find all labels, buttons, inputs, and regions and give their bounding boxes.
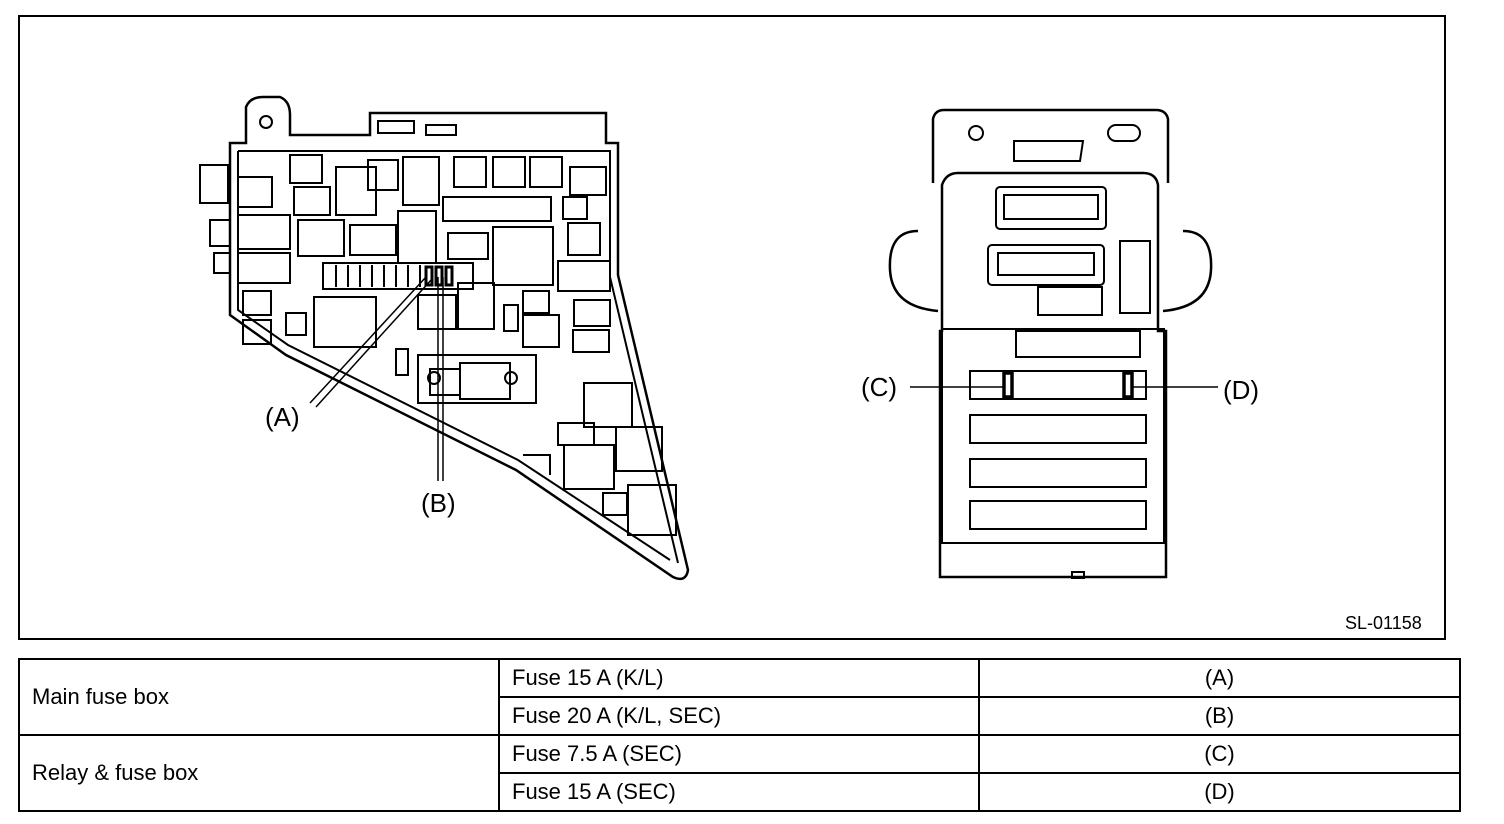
table-row: Fuse 15 A (SEC) (D) xyxy=(19,772,1461,812)
table-cell-ref: (A) xyxy=(978,658,1461,698)
fuse-d-marker xyxy=(1122,371,1134,399)
table-cell-fuse: Fuse 15 A (SEC) xyxy=(498,772,980,812)
main-fuse-box-drawing xyxy=(199,95,690,581)
table-cell-fuse: Fuse 7.5 A (SEC) xyxy=(498,734,980,774)
callout-d-label: (D) xyxy=(1223,375,1260,405)
fuse-b-marker xyxy=(434,265,444,287)
table-row: Relay & fuse box Fuse 7.5 A (SEC) (C) xyxy=(18,734,1461,812)
table-cell-group: Main fuse box xyxy=(18,658,500,736)
callout-a-label: (A) xyxy=(265,402,300,432)
table-cell-ref: (C) xyxy=(978,734,1461,774)
callout-leaders xyxy=(309,276,1218,481)
callout-c-label: (C) xyxy=(861,372,898,402)
fuse-location-table: Main fuse box Fuse 15 A (K/L) (A) Fuse 2… xyxy=(18,658,1461,812)
callout-b-label: (B) xyxy=(421,488,456,518)
table-row: Fuse 20 A (K/L, SEC) (B) xyxy=(19,696,1461,736)
table-cell-ref: (B) xyxy=(978,696,1461,736)
fuse-a-marker xyxy=(424,265,434,287)
table-cell-fuse: Fuse 15 A (K/L) xyxy=(498,658,980,698)
figure-frame xyxy=(18,15,1446,640)
fuse-c-marker xyxy=(1002,371,1014,399)
relay-fuse-box-drawing xyxy=(888,108,1213,579)
table-cell-group: Relay & fuse box xyxy=(18,734,500,812)
figure-code: SL-01158 xyxy=(1345,613,1422,633)
table-row: Main fuse box Fuse 15 A (K/L) (A) xyxy=(18,658,1461,736)
fuse-location-figure: (A) (B) (C) (D) SL-01158 xyxy=(18,15,1446,640)
table-cell-fuse: Fuse 20 A (K/L, SEC) xyxy=(498,696,980,736)
table-cell-ref: (D) xyxy=(978,772,1461,812)
